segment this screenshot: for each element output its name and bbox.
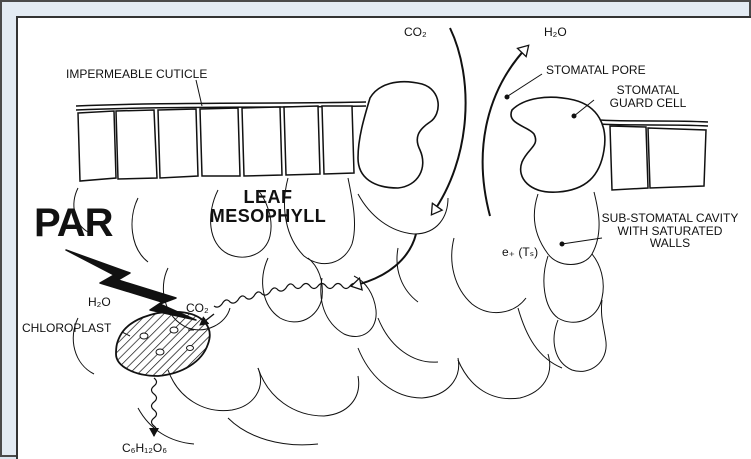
h2o-top-label: H₂O (544, 26, 567, 39)
lightning-bolt-icon (66, 250, 196, 320)
epidermis-cell (158, 109, 198, 178)
epidermis-cell (78, 111, 116, 181)
co2-entry-arrow (432, 28, 466, 214)
co2-diffusion-path (214, 284, 358, 308)
co2-to-mesophyll-arrow (352, 234, 416, 286)
leaf-mesophyll-label: LEAF MESOPHYLL (198, 188, 338, 226)
guard-cell-right (511, 97, 605, 192)
epidermis-cell-right (610, 126, 648, 190)
sub-stomatal-cells (534, 192, 606, 371)
guard-cells (358, 82, 605, 192)
par-label: PAR (34, 202, 112, 244)
h2o-chloroplast-label: H₂O (88, 296, 111, 309)
h2o-exit-arrow (483, 46, 528, 216)
chloroplast-label: CHLOROPLAST (22, 322, 111, 335)
co2-chloroplast-label: CO₂ (186, 302, 209, 315)
chloroplast-shape (116, 312, 210, 376)
stomatal-guard-cell-label: STOMATAL GUARD CELL (594, 84, 702, 109)
guard-cell-left (358, 82, 438, 188)
epidermis-cell (322, 106, 354, 174)
epidermis-cell (242, 107, 282, 176)
epidermis-cell (284, 106, 320, 175)
stomatal-pore-label: STOMATAL PORE (546, 64, 646, 77)
co2-top-label: CO₂ (404, 26, 427, 39)
epidermis-cell-right (648, 128, 706, 188)
epidermis-cell (116, 110, 157, 179)
diagram-canvas: CO₂ H₂O IMPERMEABLE CUTICLE STOMATAL POR… (16, 16, 751, 459)
glucose-label: C₆H₁₂O₆ (122, 442, 167, 455)
sub-stomatal-cavity-label: SUB-STOMATAL CAVITY WITH SATURATED WALLS (600, 212, 740, 250)
glucose-export-path (152, 378, 157, 434)
impermeable-cuticle-label: IMPERMEABLE CUTICLE (66, 68, 207, 81)
epidermis-cell (200, 108, 240, 176)
vapour-pressure-label: e₊ (Tₛ) (502, 246, 538, 259)
